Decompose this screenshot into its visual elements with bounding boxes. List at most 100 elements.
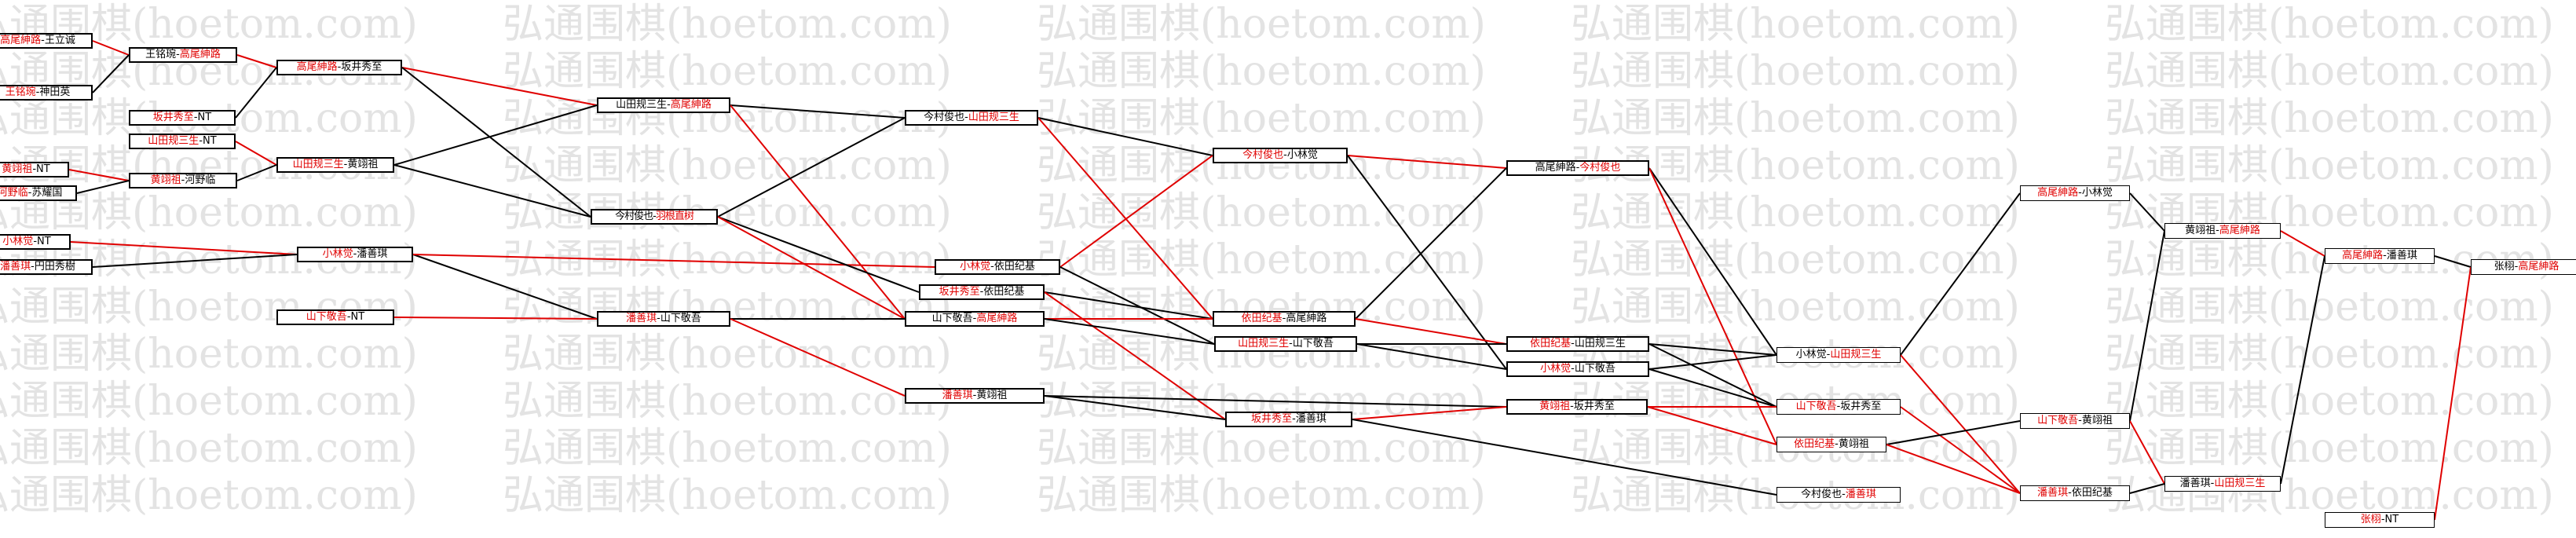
separator: -	[1842, 489, 1846, 500]
separator: -	[2514, 261, 2519, 273]
player-b-name: 円田秀樹	[34, 261, 75, 273]
player-a-name: 依田纪基	[1241, 313, 1283, 324]
player-b-name: 坂井秀至	[341, 61, 382, 73]
player-b-name: 羽根直树	[655, 210, 694, 222]
player-a-name: 坂井秀至	[939, 286, 980, 298]
player-a-name: 高尾紳路	[2342, 250, 2384, 262]
loser-line	[1355, 167, 1507, 320]
separator: -	[1835, 438, 1839, 450]
separator: -	[979, 286, 984, 298]
match-box: 潘善琪-円田秀樹	[0, 259, 93, 275]
player-b-name: 潘善琪	[357, 248, 388, 260]
match-box: 潘善琪-依田纪基	[2020, 485, 2130, 501]
player-b-name: 高尾紳路	[2518, 261, 2560, 273]
watermark-text: 弘通围棋(hoetom.com)	[0, 378, 418, 425]
player-b-name: 依田纪基	[2071, 487, 2113, 499]
watermark-text: 弘通围棋(hoetom.com)	[1571, 48, 2020, 95]
winner-line	[717, 216, 906, 320]
loser-line	[1352, 419, 1777, 496]
winner-line	[1647, 406, 1777, 445]
player-a-name: 山田规三生	[292, 159, 344, 170]
player-b-name: 黄翊祖	[976, 390, 1008, 401]
player-a-name: 张栩	[2360, 514, 2381, 525]
match-box: 黄翊祖-NT	[0, 162, 69, 178]
player-a-name: 王铭琬	[5, 86, 36, 98]
watermark-text: 弘通围棋(hoetom.com)	[1037, 48, 1486, 95]
match-box: 坂井秀至-潘善琪	[1225, 412, 1352, 427]
player-a-name: 小林觉	[322, 248, 353, 260]
match-box: 高尾紳路-小林觉	[2020, 185, 2130, 201]
match-box: 依田纪基-高尾紳路	[1213, 311, 1356, 327]
watermark-text: 弘通围棋(hoetom.com)	[1571, 236, 2020, 284]
winner-line	[1648, 167, 1777, 445]
winner-line	[1044, 291, 1226, 420]
winner-line	[68, 169, 130, 181]
winner-line	[2434, 266, 2472, 521]
watermark-text: 弘通围棋(hoetom.com)	[2105, 1, 2554, 48]
separator: -	[2078, 415, 2082, 426]
winner-line	[401, 67, 598, 106]
watermark-text: 弘通围棋(hoetom.com)	[1037, 472, 1486, 519]
loser-line	[717, 117, 906, 218]
watermark-text: 弘通围棋(hoetom.com)	[2105, 95, 2554, 142]
loser-line	[2129, 192, 2165, 232]
loser-line	[1648, 354, 1777, 370]
player-a-name: 高尾紳路	[2037, 187, 2079, 199]
player-a-name: 山下敬吾	[931, 313, 973, 324]
loser-line	[2129, 230, 2165, 422]
match-box: 小林觉-潘善琪	[297, 247, 413, 262]
watermark-text: 弘通围棋(hoetom.com)	[0, 472, 418, 519]
separator: -	[176, 49, 180, 60]
player-b-name: NT	[2384, 514, 2399, 525]
player-b-name: 苏耀国	[31, 187, 63, 199]
player-a-name: 潘善琪	[626, 313, 657, 324]
watermark-text: 弘通围棋(hoetom.com)	[2105, 378, 2554, 425]
player-a-name: 高尾紳路	[0, 35, 42, 46]
player-a-name: 潘善琪	[2037, 487, 2069, 499]
player-b-name: 高尾紳路	[1286, 313, 1327, 324]
match-box: 河野临-苏耀国	[0, 185, 77, 201]
match-box: 黄翊祖-坂井秀至	[1506, 399, 1648, 415]
player-b-name: 神田英	[39, 86, 71, 98]
match-box: 高尾紳路-坂井秀至	[276, 60, 402, 75]
match-box: 王铭琬-神田英	[0, 85, 93, 101]
match-box: 小林觉-山田规三生	[1776, 347, 1901, 363]
match-box: 高尾紳路-今村俊也	[1506, 160, 1649, 176]
player-a-name: 小林觉	[1540, 363, 1572, 375]
loser-line	[1648, 343, 1777, 356]
player-a-name: 河野临	[0, 187, 28, 199]
watermark-text: 弘通围棋(hoetom.com)	[503, 331, 952, 378]
winner-line	[1347, 155, 1507, 169]
player-b-name: 潘善琪	[1295, 413, 1326, 425]
match-box: 山田规三生-高尾紳路	[597, 97, 730, 113]
separator: -	[2383, 250, 2387, 262]
player-b-name: 王立诚	[44, 35, 75, 46]
watermark-text: 弘通围棋(hoetom.com)	[2105, 142, 2554, 189]
player-a-name: 黄翊祖	[1539, 401, 1571, 412]
separator: -	[353, 248, 357, 260]
watermark-text: 弘通围棋(hoetom.com)	[1571, 189, 2020, 236]
loser-line	[393, 164, 591, 218]
watermark-text: 弘通围棋(hoetom.com)	[503, 472, 952, 519]
player-a-name: 张栩	[2494, 261, 2515, 273]
player-b-name: 今村俊也	[1579, 162, 1621, 174]
player-a-name: 山下敬吾	[306, 311, 347, 323]
loser-line	[1900, 192, 2021, 356]
match-box: 山下敬吾-NT	[276, 309, 394, 325]
player-b-name: 山田规三生	[1830, 349, 1882, 360]
watermark-text: 弘通围棋(hoetom.com)	[0, 425, 418, 472]
player-b-name: NT	[197, 112, 212, 123]
separator: -	[667, 99, 671, 111]
loser-line	[235, 67, 277, 119]
player-a-name: 黄翊祖	[2185, 225, 2216, 236]
loser-line	[92, 54, 130, 93]
separator: -	[972, 390, 977, 401]
loser-line	[1044, 395, 1226, 420]
separator: -	[343, 159, 348, 170]
match-box: 黄翊祖-高尾紳路	[2164, 223, 2281, 239]
separator: -	[1571, 338, 1575, 350]
watermark-text: 弘通围棋(hoetom.com)	[2105, 331, 2554, 378]
player-a-name: 王铭琬	[145, 49, 177, 60]
match-box: 黄翊祖-河野临	[129, 173, 237, 188]
